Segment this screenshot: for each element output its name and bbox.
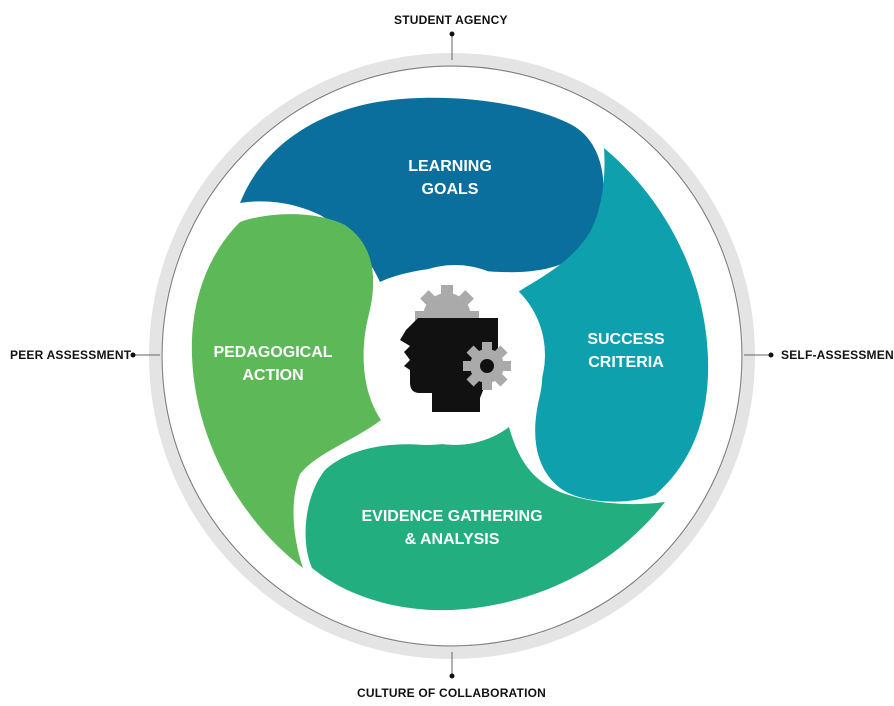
pedagogical-line2: ACTION — [242, 367, 304, 384]
tick-dot-left — [130, 352, 136, 358]
ring-inner-line — [161, 65, 743, 647]
pedagogical-line1: PEDAGOGICAL — [213, 344, 333, 361]
success-criteria-line2: CRITERIA — [588, 354, 664, 371]
tick-dot-right — [768, 352, 774, 358]
evidence-line2: & ANALYSIS — [404, 531, 500, 548]
tick-dot-top — [449, 31, 455, 37]
label-student-agency: STUDENT AGENCY — [394, 13, 508, 27]
label-self-assessment: SELF-ASSESSMENT — [781, 348, 894, 362]
label-peer-assessment: PEER ASSESSMENT — [10, 348, 132, 362]
evidence-label: EVIDENCE GATHERING & ANALYSIS — [352, 505, 552, 551]
success-criteria-label: SUCCESS CRITERIA — [566, 328, 686, 374]
learning-goals-segment — [240, 97, 604, 282]
pedagogical-segment — [191, 214, 381, 568]
success-criteria-line1: SUCCESS — [587, 331, 665, 348]
evidence-segment — [305, 420, 665, 611]
learning-goals-label: LEARNING GOALS — [390, 155, 510, 201]
head-silhouette-icon — [400, 318, 498, 412]
tick-dot-bottom — [449, 673, 455, 679]
learning-goals-line2: GOALS — [421, 181, 479, 198]
small-gear-icon — [463, 342, 511, 390]
success-criteria-segment — [518, 148, 709, 502]
learning-goals-line1: LEARNING — [408, 158, 492, 175]
evidence-line1: EVIDENCE GATHERING — [361, 508, 543, 525]
label-culture-of-collaboration: CULTURE OF COLLABORATION — [357, 686, 547, 700]
pedagogical-label: PEDAGOGICAL ACTION — [208, 341, 338, 387]
